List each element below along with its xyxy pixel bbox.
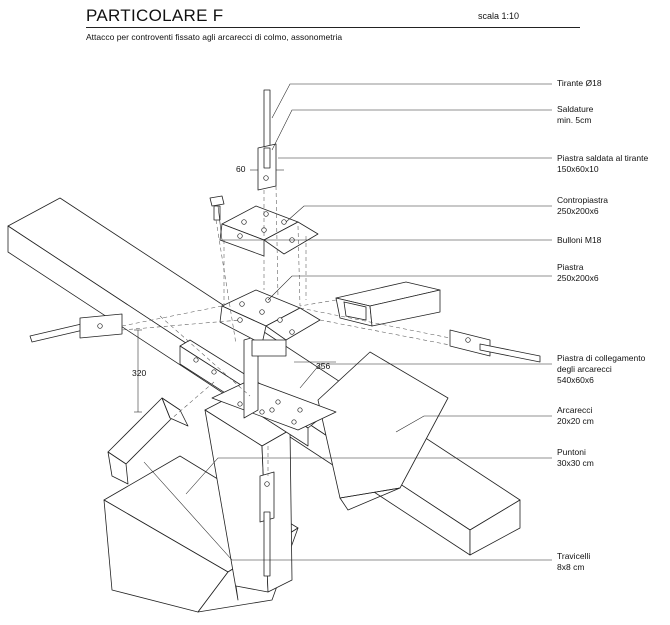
label-bulloni-line1: Bulloni M18 (557, 235, 602, 245)
drawing-subtitle: Attacco per controventi fissato agli arc… (86, 32, 343, 42)
label-puntoni-line2: 30x30 cm (557, 458, 594, 468)
puntone-right (317, 351, 449, 511)
label-piastra-collegamento-line3: 540x60x6 (557, 375, 594, 385)
piastra-collegamento (179, 335, 337, 447)
bullone (209, 195, 225, 221)
tirante-bottom (259, 471, 275, 577)
label-piastra-collegamento-line1: Piastra di collegamento (557, 353, 646, 363)
dim-depth: 356 (316, 361, 331, 371)
label-saldature: Saldature min. 5cm (557, 104, 593, 126)
travicelli-joist (107, 397, 189, 485)
label-piastra: Piastra 250x200x6 (557, 262, 599, 284)
label-tirante-line1: Tirante Ø18 (557, 78, 602, 88)
dim-height: 320 (132, 368, 147, 378)
label-piastra-collegamento: Piastra di collegamento degli arcarecci … (557, 353, 645, 386)
label-arcarecci-line2: 20x20 cm (557, 416, 594, 426)
label-piastra-saldata-line2: 150x60x10 (557, 164, 599, 174)
label-tirante: Tirante Ø18 (557, 78, 602, 89)
label-piastra-collegamento-line2: degli arcarecci (557, 364, 612, 374)
label-piastra-line2: 250x200x6 (557, 273, 599, 283)
label-puntoni: Puntoni 30x30 cm (557, 447, 594, 469)
label-piastra-saldata: Piastra saldata al tirante 150x60x10 (557, 153, 648, 175)
title-underline (86, 27, 580, 28)
tirante-top (257, 89, 277, 191)
label-piastra-line1: Piastra (557, 262, 584, 272)
contropiastra (219, 205, 319, 257)
drawing-title: PARTICOLARE F (86, 6, 224, 25)
dim-tab-width: 60 (236, 164, 246, 174)
leader-lines (143, 83, 552, 561)
label-travicelli-line1: Travicelli (557, 551, 591, 561)
label-contropiastra: Contropiastra 250x200x6 (557, 195, 608, 217)
label-puntoni-line1: Puntoni (557, 447, 586, 457)
label-saldature-line2: min. 5cm (557, 115, 592, 125)
dimension-lines (134, 169, 336, 413)
tirante-left (29, 313, 123, 343)
tube-right (335, 281, 441, 327)
label-contropiastra-line1: Contropiastra (557, 195, 609, 205)
label-travicelli-line2: 8x8 cm (557, 562, 585, 572)
label-contropiastra-line2: 250x200x6 (557, 206, 599, 216)
label-saldature-line1: Saldature (557, 104, 594, 114)
label-travicelli: Travicelli 8x8 cm (557, 551, 590, 573)
label-arcarecci-line1: Arcarecci (557, 405, 593, 415)
label-bulloni: Bulloni M18 (557, 235, 601, 246)
drawing-scale: scala 1:10 (478, 11, 520, 21)
label-piastra-saldata-line1: Piastra saldata al tirante (557, 153, 649, 163)
label-arcarecci: Arcarecci 20x20 cm (557, 405, 594, 427)
tirante-right (449, 329, 541, 363)
